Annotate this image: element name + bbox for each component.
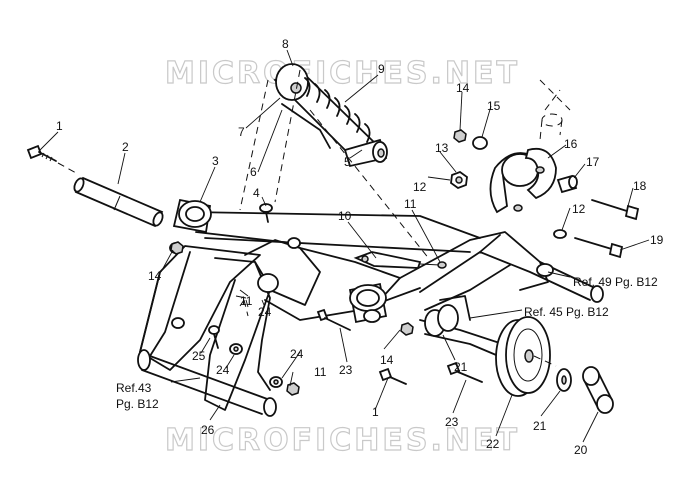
leader-lines	[39, 49, 650, 443]
callout-16: 16	[564, 137, 578, 151]
reference-note-43-line2: Pg. B12	[116, 397, 159, 411]
bolt-part-1-lower	[378, 367, 407, 385]
center-yoke	[244, 237, 421, 391]
callout-25: 25	[192, 349, 206, 363]
callout-26: 26	[201, 423, 215, 437]
callout-24-upper: 24	[258, 305, 272, 319]
callout-14-top: 14	[456, 81, 470, 95]
callout-21-lower: 21	[533, 419, 547, 433]
callout-11-upper: 11	[404, 197, 417, 211]
callout-21-upper: 21	[454, 360, 468, 374]
callout-12-left: 12	[413, 180, 427, 194]
nut-part-14-center	[400, 322, 414, 336]
wheel-axle-centerline	[533, 355, 557, 367]
bolt-part-23-right	[446, 361, 483, 383]
washer-part-21	[556, 368, 572, 392]
callout-17: 17	[586, 155, 600, 169]
callout-5: 5	[344, 155, 351, 169]
callout-6: 6	[250, 165, 257, 179]
washer-part-12-right	[553, 229, 567, 239]
callout-20: 20	[574, 443, 588, 457]
hardware-part-11-left	[235, 289, 249, 317]
callout-7: 7	[238, 125, 245, 139]
callout-18: 18	[633, 179, 647, 193]
callout-12-right: 12	[572, 202, 586, 216]
callout-23-left: 23	[339, 363, 353, 377]
nut-part-14-top	[453, 129, 467, 143]
bracket-centerline	[539, 79, 571, 111]
callout-2: 2	[122, 140, 129, 154]
centerline	[57, 162, 79, 175]
callout-1: 1	[56, 119, 63, 133]
reference-note-45: Ref. 45 Pg. B12	[524, 305, 609, 319]
callout-24-right: 24	[290, 347, 304, 361]
upper-cross-shaft	[189, 211, 481, 253]
callout-23-right: 23	[445, 415, 459, 429]
callout-13: 13	[435, 141, 449, 155]
callout-8: 8	[282, 37, 289, 51]
nut-part-11-lower	[286, 382, 300, 396]
shock-absorber-parts-5-9	[273, 63, 388, 168]
bolt-part-1	[26, 144, 57, 162]
callout-10: 10	[338, 209, 352, 223]
spacer-part-20	[582, 366, 614, 414]
bushing-part-3	[172, 198, 212, 234]
nut-part-14-left	[170, 241, 184, 255]
bolt-part-23-left	[316, 308, 351, 331]
sleeve-tube-part-2	[73, 176, 164, 228]
center-bushing	[348, 282, 388, 324]
callout-1-lower: 1	[372, 405, 379, 419]
callout-19: 19	[650, 233, 664, 247]
callout-24-left: 24	[216, 363, 230, 377]
idler-wheel-part-22	[495, 316, 551, 397]
bolt-part-18	[591, 199, 640, 221]
right-main-arm	[399, 231, 604, 311]
callout-4: 4	[253, 186, 260, 200]
callout-3: 3	[212, 154, 219, 168]
phantom-bolt	[539, 113, 563, 141]
callout-15: 15	[487, 99, 501, 113]
watermark-bottom: MICROFICHES.NET	[165, 423, 520, 458]
bolt-part-25	[208, 325, 220, 349]
bushing-part-15	[472, 136, 488, 150]
bolt-part-19	[574, 237, 624, 259]
lower-shaft	[419, 295, 516, 361]
callout-22: 22	[486, 437, 500, 451]
callout-11-lower: 11	[314, 365, 327, 379]
shock-mount-centerline	[239, 69, 301, 211]
nut-part-13	[450, 170, 468, 190]
spacer-part-17	[556, 174, 578, 194]
callout-9: 9	[378, 62, 385, 76]
shock-lower-centerline	[309, 109, 431, 261]
watermark-top: MICROFICHES.NET	[165, 56, 520, 91]
reference-note-43-line1: Ref.43	[116, 381, 152, 395]
small-bolt-part-4	[259, 203, 273, 223]
lower-cross-shaft	[137, 349, 277, 417]
callout-11-left: 11	[240, 294, 253, 308]
right-bracket-parts-13-17	[489, 147, 557, 214]
callout-14-center: 14	[380, 353, 394, 367]
lever-part-10	[353, 251, 447, 269]
reference-note-49: Ref. 49 Pg. B12	[573, 275, 658, 289]
callout-14-left: 14	[148, 269, 162, 283]
washer-part-24-lower	[269, 376, 283, 388]
washer-part-24-left	[229, 343, 243, 355]
